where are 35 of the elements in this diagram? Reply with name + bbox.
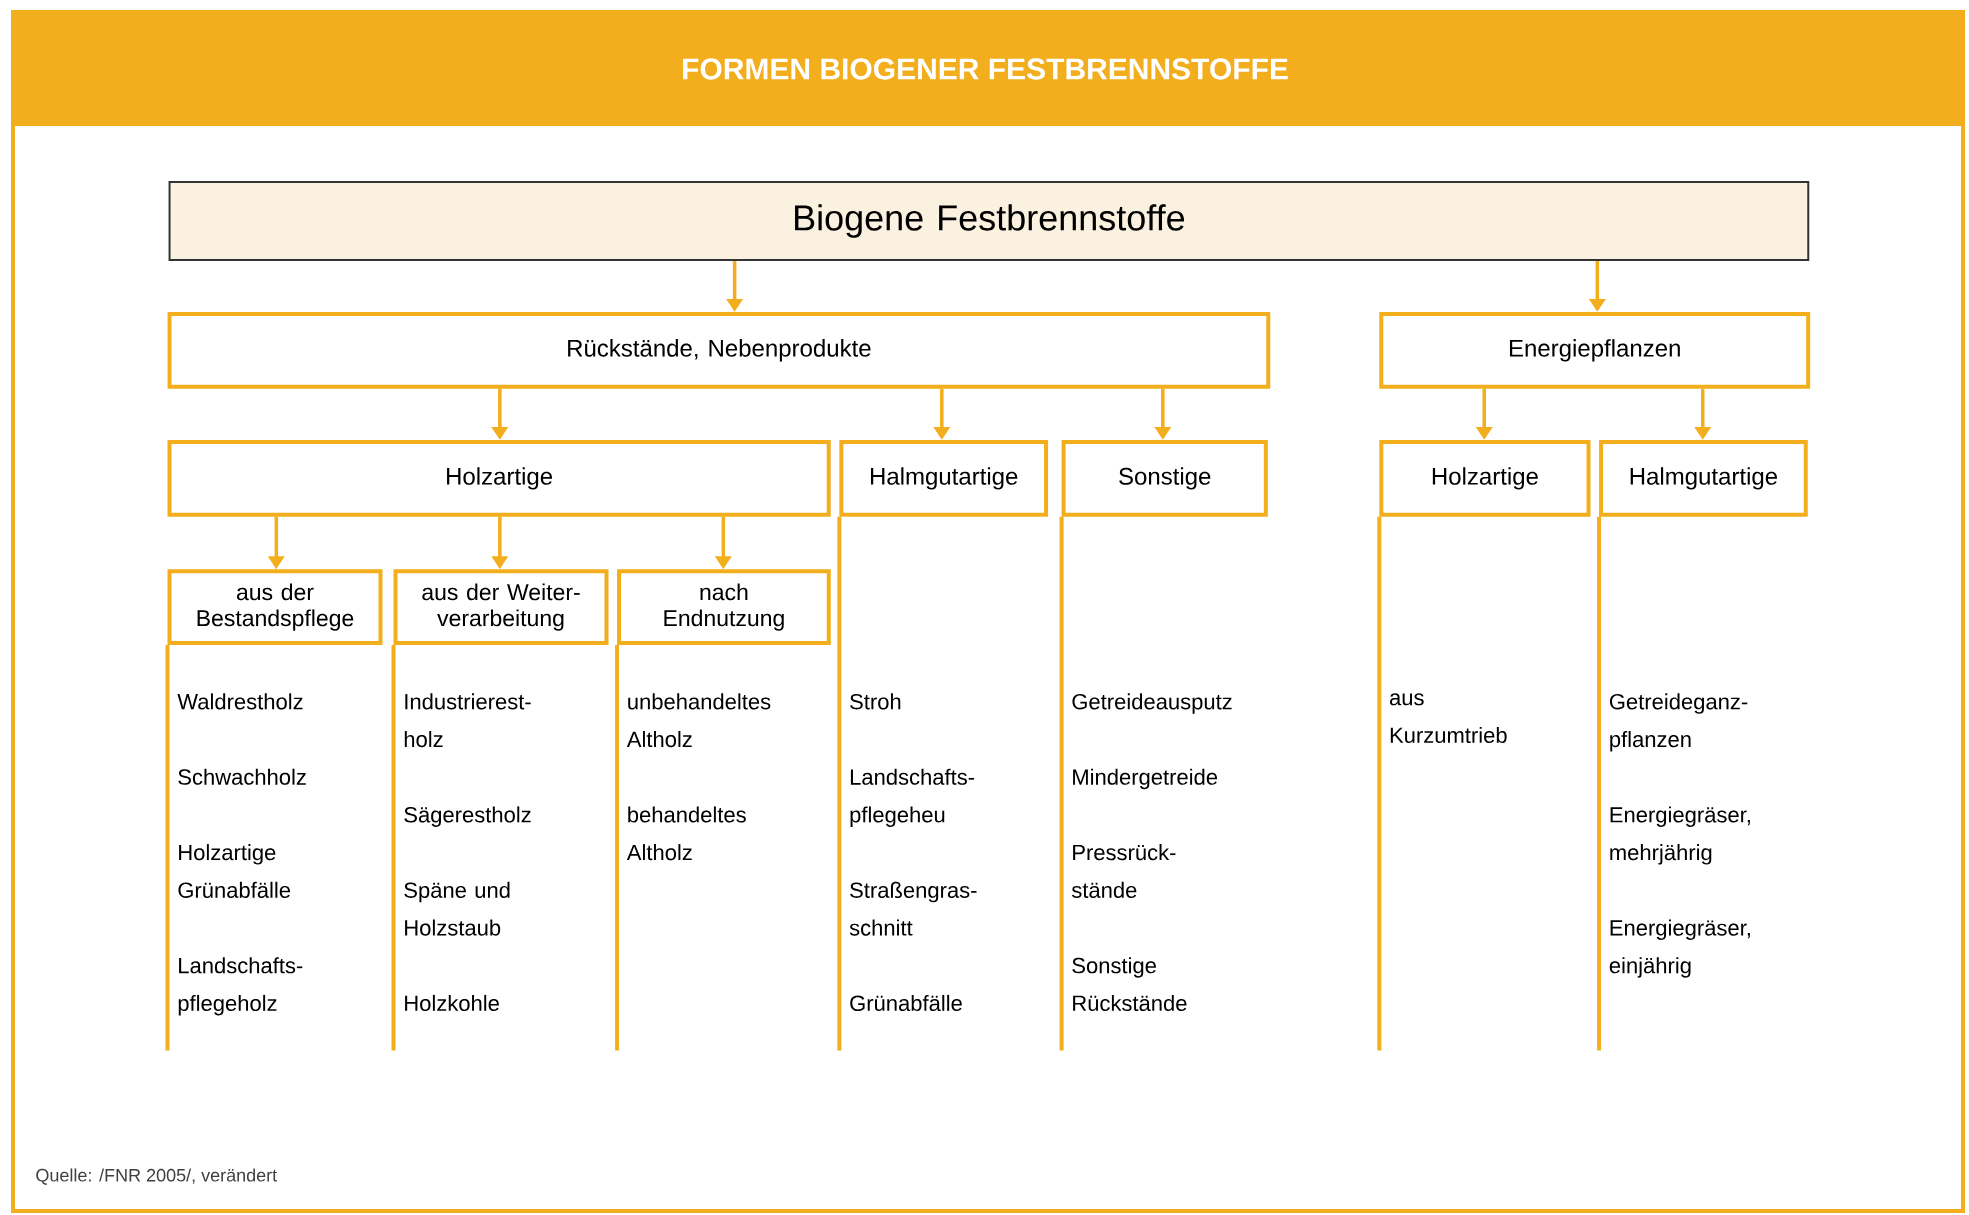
list-item: Energiegräser, einjährig — [1609, 919, 1750, 978]
category-box: nach Endnutzung — [617, 569, 831, 645]
category-box: Rückstände, Nebenprodukte — [167, 311, 1271, 389]
category-box: aus der Weiter- verarbeitung — [393, 569, 609, 645]
list-item: Waldrestholz — [177, 693, 303, 710]
header-band: FORMEN BIOGENER FESTBRENNSTOFFE — [13, 12, 1964, 126]
category-box: aus der Bestandspflege — [167, 569, 383, 645]
list-item: Späne und Holzstaub — [404, 881, 510, 936]
category-box: Sonstige — [1061, 440, 1268, 517]
source-note: Quelle: /FNR 2005/, verändert — [36, 1168, 278, 1185]
category-box: Holzartige — [167, 440, 831, 517]
list-item: Grünabfälle — [850, 994, 962, 1012]
list-item: Sägerestholz — [404, 806, 531, 827]
list-item: Holzartige Grünabfälle — [178, 844, 291, 898]
list-item: Pressrück- stände — [1071, 844, 1176, 898]
list-item: Mindergetreide — [1073, 768, 1218, 790]
list-item: Stroh — [850, 693, 901, 710]
category-box: Holzartige — [1379, 440, 1591, 517]
list-item: unbehandeltes Altholz — [626, 693, 771, 748]
list-item: behandeltes Altholz — [626, 806, 746, 861]
category-box: Energiepflanzen — [1379, 311, 1811, 389]
list-item: Sonstige Rückstände — [1072, 957, 1187, 1012]
list-item: aus Kurzumtrieb — [1389, 693, 1507, 744]
list-item: Schwachholz — [178, 768, 306, 785]
list-item: Getreideganz- pflanzen — [1609, 693, 1748, 752]
list-item: Landschafts- pflegeholz — [178, 957, 303, 1016]
list-item: Industrierest- holz — [404, 693, 531, 748]
list-item: Energiegräser, mehrjährig — [1610, 806, 1750, 865]
list-item: Holzkohle — [405, 994, 499, 1012]
title-box: Biogene Festbrennstoffe — [168, 181, 1810, 261]
list-item: Getreideausputz — [1072, 693, 1232, 714]
category-box: Halmgutartige — [1599, 440, 1808, 517]
list-item: Landschafts- pflegeheu — [850, 768, 975, 827]
category-box: Halmgutartige — [839, 440, 1049, 517]
list-item: Straßengras- schnitt — [849, 881, 977, 936]
